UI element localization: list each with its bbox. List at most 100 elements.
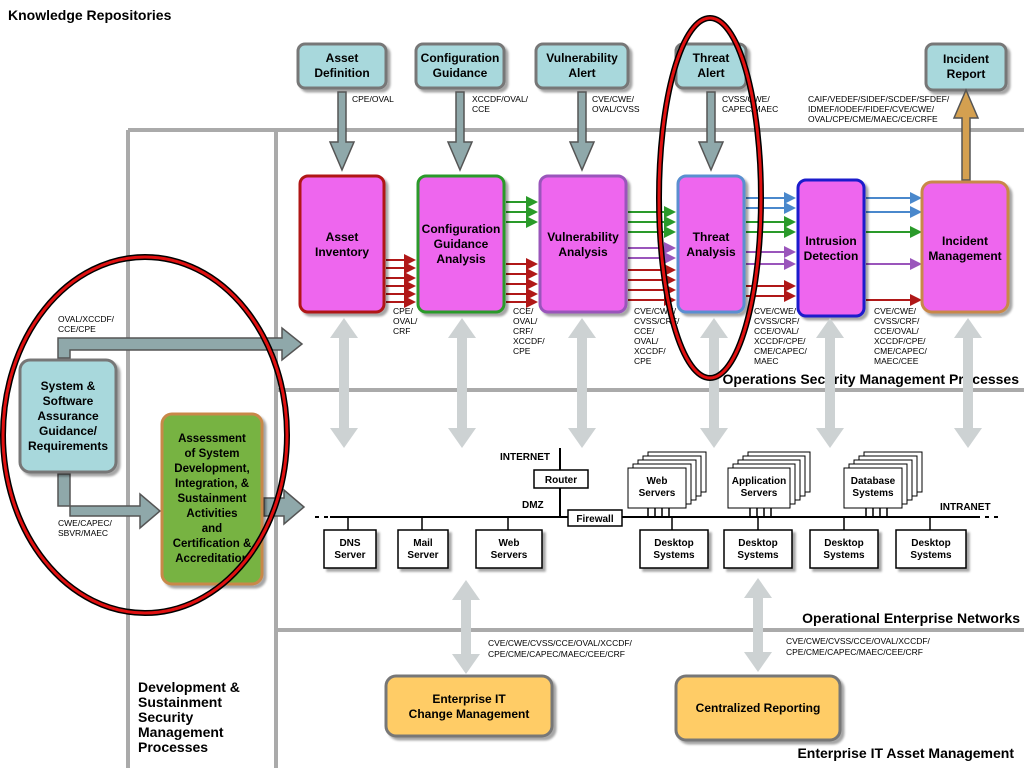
svg-text:Management: Management <box>138 724 224 740</box>
desktop-systems-4: Desktop Systems <box>895 529 967 569</box>
svg-text:Detection: Detection <box>804 249 859 263</box>
svg-text:OVAL/CPE/CME/MAEC/CE/CRFE: OVAL/CPE/CME/MAEC/CE/CRFE <box>808 114 938 124</box>
svg-text:CCE/OVAL/: CCE/OVAL/ <box>754 326 799 336</box>
svg-text:MAEC: MAEC <box>754 356 779 366</box>
svg-text:Development &: Development & <box>138 679 240 695</box>
repo-arrows <box>328 91 725 172</box>
svg-text:Definition: Definition <box>314 66 369 80</box>
router: Router <box>533 469 589 489</box>
svg-text:of System: of System <box>185 448 240 460</box>
svg-text:Desktop: Desktop <box>654 538 693 549</box>
svg-text:Vulnerability: Vulnerability <box>546 51 618 65</box>
section-ops-label: Operations Security Management Processes <box>723 371 1020 387</box>
svg-text:Asset: Asset <box>326 51 359 65</box>
application-servers-stack: Application Servers <box>727 451 811 517</box>
svg-text:CVSS/CRF/: CVSS/CRF/ <box>754 316 800 326</box>
desktop-systems-2: Desktop Systems <box>723 529 793 569</box>
svg-text:Web: Web <box>499 538 520 549</box>
svg-text:Server: Server <box>407 550 438 561</box>
centralized-reporting-box: Centralized Reporting <box>674 674 842 742</box>
svg-text:Threat: Threat <box>693 51 730 65</box>
svg-text:Assurance: Assurance <box>37 409 99 423</box>
svg-text:Systems: Systems <box>852 488 894 499</box>
svg-text:DNS: DNS <box>339 538 360 549</box>
internet-label: INTERNET <box>500 452 550 463</box>
intranet-label: INTRANET <box>940 502 991 513</box>
svg-text:XCCDF/: XCCDF/ <box>634 346 666 356</box>
svg-text:Servers: Servers <box>741 488 778 499</box>
section-networks-label: Operational Enterprise Networks <box>802 610 1020 626</box>
svg-text:OVAL/: OVAL/ <box>634 336 659 346</box>
svg-text:Configuration: Configuration <box>422 222 501 236</box>
svg-text:Application: Application <box>732 476 786 487</box>
svg-text:CVE/CWE/: CVE/CWE/ <box>592 94 635 104</box>
svg-text:Systems: Systems <box>823 550 865 561</box>
svg-text:OVAL/CVSS: OVAL/CVSS <box>592 104 640 114</box>
svg-text:XCCDF/CPE/: XCCDF/CPE/ <box>754 336 806 346</box>
assurance-box: System & Software Assurance Guidance/ Re… <box>18 358 118 474</box>
svg-text:CVE/CWE/: CVE/CWE/ <box>874 306 917 316</box>
repo-labels: CPE/OVAL XCCDF/OVAL/ CCE CVE/CWE/ OVAL/C… <box>352 94 950 124</box>
svg-text:Vulnerability: Vulnerability <box>547 230 619 244</box>
svg-text:Asset: Asset <box>326 230 359 244</box>
svg-text:CRF: CRF <box>393 326 410 336</box>
dns-server: DNS Server <box>323 529 377 569</box>
svg-text:CCE/CPE: CCE/CPE <box>58 324 96 334</box>
svg-text:CAPEC/MAEC: CAPEC/MAEC <box>722 104 778 114</box>
svg-text:and: and <box>202 523 222 535</box>
vertical-double-arrows <box>330 318 982 674</box>
section-asset-mgmt-label: Enterprise IT Asset Management <box>797 745 1014 761</box>
svg-text:CME/CAPEC/: CME/CAPEC/ <box>874 346 928 356</box>
repo-configuration-guidance: Configuration Guidance <box>414 42 506 90</box>
svg-text:Software: Software <box>43 394 94 408</box>
svg-text:Enterprise IT: Enterprise IT <box>432 692 506 706</box>
svg-text:CPE: CPE <box>634 356 652 366</box>
svg-text:Database: Database <box>851 476 896 487</box>
svg-text:XCCDF/: XCCDF/ <box>513 336 545 346</box>
repo-asset-definition: Asset Definition <box>296 42 388 90</box>
svg-text:Sustainment: Sustainment <box>177 493 246 505</box>
assurance-up-arrow <box>57 326 304 362</box>
svg-text:CAIF/VEDEF/SIDEF/SCDEF/SFDEF/: CAIF/VEDEF/SIDEF/SCDEF/SFDEF/ <box>808 94 950 104</box>
svg-text:Alert: Alert <box>697 66 724 80</box>
svg-text:Systems: Systems <box>653 550 695 561</box>
svg-text:Intrusion: Intrusion <box>805 234 856 248</box>
svg-text:Requirements: Requirements <box>28 439 108 453</box>
svg-text:CPE/: CPE/ <box>393 306 413 316</box>
assessment-box: Assessment of System Development, Integr… <box>160 412 264 586</box>
change-management-box: Enterprise IT Change Management <box>384 674 554 738</box>
incident-report-up-arrow <box>952 88 980 181</box>
process-vulnerability-analysis: Vulnerability Analysis <box>538 174 628 314</box>
web-servers-stack: Web Servers <box>627 451 707 517</box>
svg-text:Web: Web <box>647 476 668 487</box>
svg-text:Systems: Systems <box>910 550 952 561</box>
svg-text:CME/CAPEC/: CME/CAPEC/ <box>754 346 808 356</box>
svg-text:Guidance/: Guidance/ <box>39 424 98 438</box>
svg-text:Analysis: Analysis <box>436 252 486 266</box>
svg-text:CPE: CPE <box>513 346 531 356</box>
svg-text:Assessment: Assessment <box>178 433 246 445</box>
svg-text:CVE/CWE/: CVE/CWE/ <box>754 306 797 316</box>
svg-text:Servers: Servers <box>491 550 528 561</box>
highlight-ellipse-threat-red <box>657 16 763 380</box>
left-labels: OVAL/XCCDF/ CCE/CPE CWE/CAPEC/ SBVR/MAEC <box>58 314 115 538</box>
svg-text:CCE/: CCE/ <box>634 326 655 336</box>
svg-text:CPE/CME/CAPEC/MAEC/CEE/CRF: CPE/CME/CAPEC/MAEC/CEE/CRF <box>488 649 625 659</box>
section-dev-label: Development & Sustainment Security Manag… <box>138 679 240 755</box>
svg-text:Activities: Activities <box>186 508 237 520</box>
process-threat-analysis: Threat Analysis <box>676 174 746 314</box>
repo-incident-report: Incident Report <box>924 42 1008 92</box>
svg-text:IDMEF/IODEF/FIDEF/CVE/CWE/: IDMEF/IODEF/FIDEF/CVE/CWE/ <box>808 104 935 114</box>
svg-text:CVSS/CRF/: CVSS/CRF/ <box>634 316 680 326</box>
svg-text:OVAL/: OVAL/ <box>393 316 418 326</box>
svg-text:OVAL/: OVAL/ <box>513 316 538 326</box>
section-frames <box>126 128 1024 768</box>
svg-text:Systems: Systems <box>737 550 779 561</box>
desktop-systems-1: Desktop Systems <box>639 529 709 569</box>
repo-vulnerability-alert: Vulnerability Alert <box>534 42 630 90</box>
process-configuration-guidance-analysis: Configuration Guidance Analysis <box>416 174 506 314</box>
svg-text:Desktop: Desktop <box>824 538 863 549</box>
svg-text:Security: Security <box>138 709 193 725</box>
svg-text:XCCDF/CPE/: XCCDF/CPE/ <box>874 336 926 346</box>
